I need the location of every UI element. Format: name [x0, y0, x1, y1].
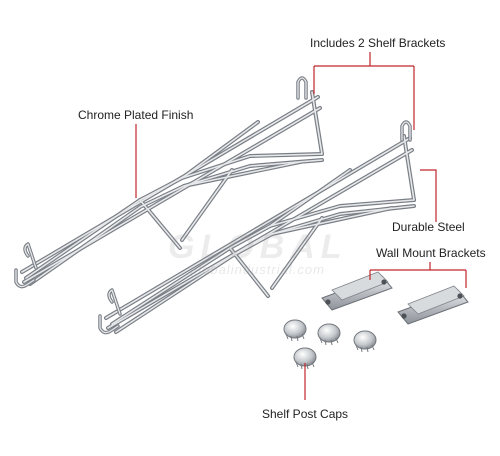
label-durable-steel: Durable Steel — [392, 220, 465, 234]
shelf-post-cap — [317, 323, 341, 346]
shelf-bracket-back — [14, 76, 324, 289]
label-wall-mount-brackets: Wall Mount Brackets — [376, 246, 486, 260]
callout-leader-lines — [135, 52, 467, 400]
label-includes-brackets: Includes 2 Shelf Brackets — [310, 36, 446, 50]
watermark-url: globalindustrial.com — [190, 262, 325, 277]
shelf-post-cap — [283, 319, 307, 342]
label-chrome-finish: Chrome Plated Finish — [78, 108, 194, 122]
wall-mount-bracket-right — [397, 285, 469, 325]
shelf-bracket-front — [98, 120, 416, 335]
watermark-logo: GLOBAL — [168, 228, 348, 266]
shelf-post-cap — [353, 330, 377, 353]
wall-mount-bracket-left — [321, 271, 393, 311]
label-shelf-post-caps: Shelf Post Caps — [262, 407, 349, 421]
